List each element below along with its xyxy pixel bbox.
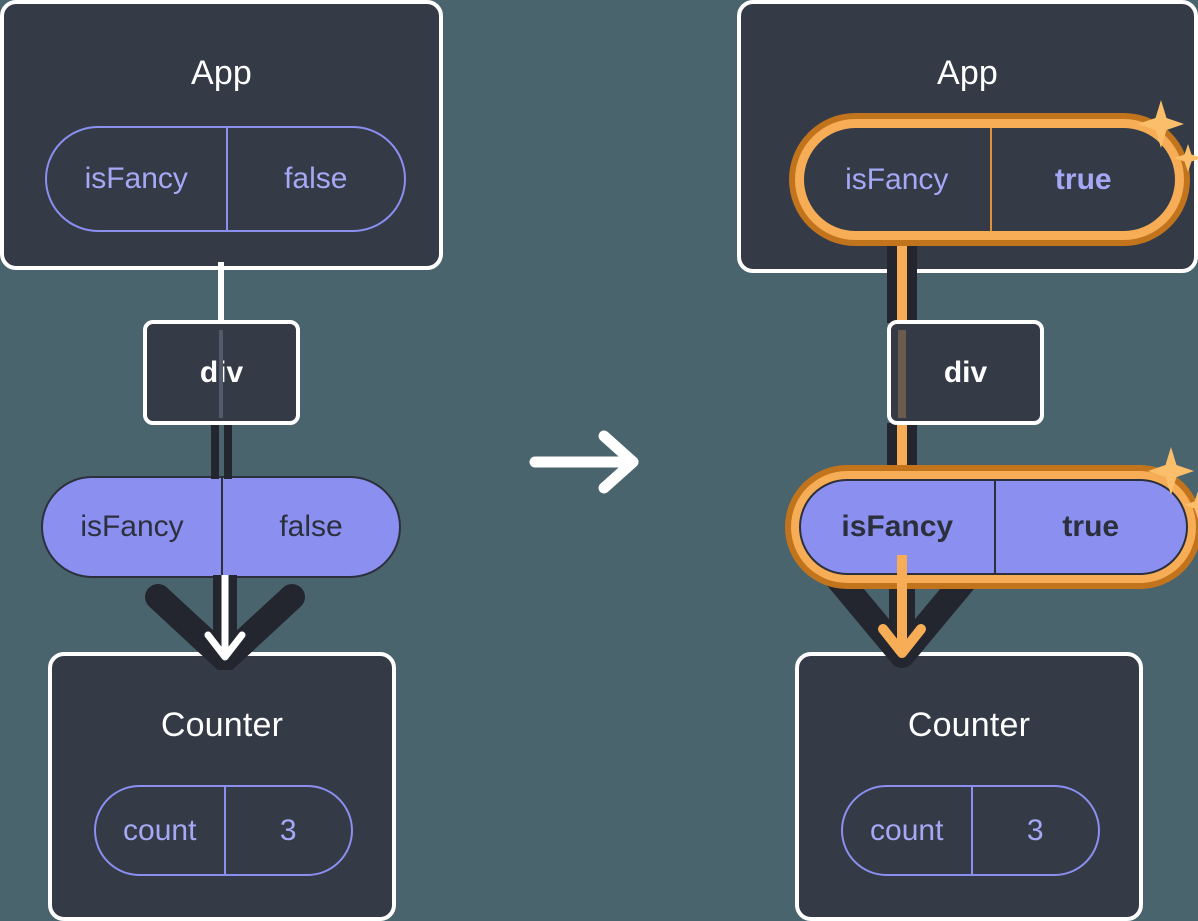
- counter-title-before: Counter: [160, 706, 284, 744]
- app-state-pill-before: isFancy false: [45, 126, 406, 232]
- prop-pill-before: isFancy false: [41, 476, 401, 578]
- prop-value-after: true: [993, 481, 1187, 573]
- prop-pill-after: isFancy true: [799, 479, 1188, 575]
- wire-through-div-before: [219, 330, 223, 418]
- app-state-value-after: true: [989, 128, 1176, 231]
- prop-name-before: isFancy: [80, 510, 184, 543]
- arrow-inner-orange-after: [878, 555, 926, 658]
- counter-state-name-before: count: [123, 813, 197, 847]
- counter-component-box-after: Counter count 3: [795, 652, 1143, 921]
- app-state-name-before: isFancy: [84, 162, 188, 195]
- div-node-label-after: div: [943, 355, 988, 389]
- app-state-value-before: false: [225, 128, 405, 230]
- app-component-box-before: App isFancy false: [0, 0, 443, 270]
- wire-app-to-div-before: [218, 262, 224, 322]
- after-diagram: App isFancy true div isFanc: [737, 0, 1198, 921]
- wire-div-to-prop-before-b: [224, 423, 232, 479]
- prop-value-before: false: [221, 478, 399, 576]
- counter-title-after: Counter: [907, 706, 1031, 744]
- before-diagram: App isFancy false div isFancy false: [0, 0, 450, 921]
- wire-through-div-after: [898, 330, 906, 418]
- arrow-inner-white-before: [204, 575, 246, 661]
- counter-state-pill-before: count 3: [94, 785, 353, 876]
- counter-state-value-before: 3: [223, 787, 352, 874]
- div-node-after: div: [887, 320, 1044, 425]
- sparkles-icon-app-after: [1138, 100, 1198, 172]
- counter-state-pill-after: count 3: [841, 785, 1100, 876]
- app-state-pill-after: isFancy true: [804, 128, 1175, 231]
- wire-div-to-prop-after-orange: [897, 423, 907, 483]
- wire-app-to-div-after-orange: [897, 228, 907, 323]
- counter-state-name-after: count: [870, 813, 944, 847]
- wire-div-to-prop-before-a: [211, 423, 219, 479]
- arrow-right-icon: [529, 430, 639, 494]
- prop-name-after: isFancy: [841, 510, 954, 543]
- app-title-after: App: [936, 54, 999, 92]
- app-state-name-after: isFancy: [845, 162, 949, 196]
- app-title-before: App: [190, 54, 253, 92]
- sparkles-icon-prop-after: [1148, 447, 1198, 519]
- counter-component-box-before: Counter count 3: [48, 652, 396, 921]
- counter-state-value-after: 3: [970, 787, 1099, 874]
